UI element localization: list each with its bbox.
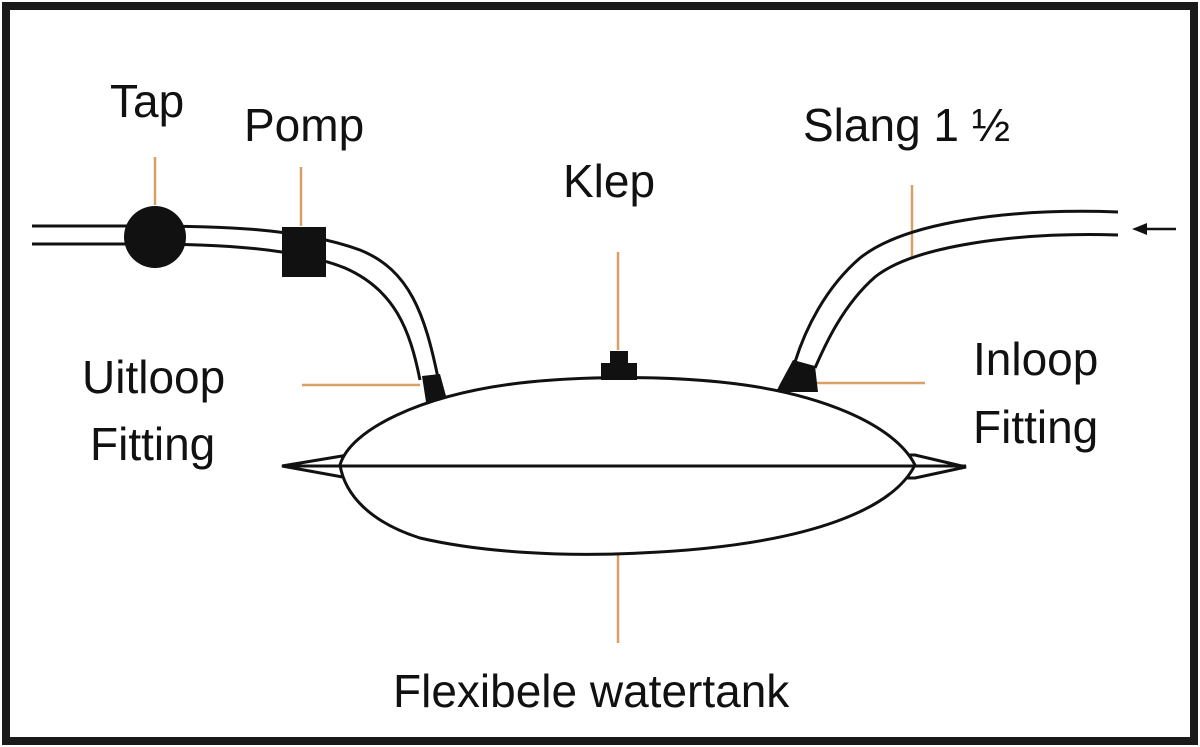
inlet-hose-lower: [813, 233, 1119, 369]
inlet-hose-upper: [793, 209, 1119, 363]
pump-icon: [282, 227, 326, 277]
tap-label: Tap: [110, 75, 184, 127]
leader-lines: [153, 157, 925, 643]
inlet-fitting-label-line1: Inloop: [973, 333, 1098, 385]
flow-arrow-icon: [1132, 223, 1176, 235]
flexible-water-tank: [281, 376, 967, 556]
pump-label: Pomp: [244, 99, 364, 151]
inlet-fitting-icon: [776, 360, 818, 392]
outlet-hose: [32, 224, 440, 381]
outlet-hose-lower: [32, 242, 422, 381]
outlet-fitting-icon: [422, 374, 446, 402]
inlet-hose: [793, 209, 1119, 369]
outlet-hose-upper: [32, 224, 440, 379]
outlet-fitting-label-line1: Uitloop: [82, 351, 225, 403]
valve-label: Klep: [563, 155, 655, 207]
tank-label: Flexibele watertank: [393, 665, 790, 717]
tap-icon: [124, 206, 186, 268]
inlet-fitting-label-line2: Fitting: [973, 401, 1098, 453]
valve-icon: [601, 351, 637, 380]
hose-label: Slang 1 ½: [803, 99, 1010, 151]
outlet-fitting-label-line2: Fitting: [90, 418, 215, 470]
